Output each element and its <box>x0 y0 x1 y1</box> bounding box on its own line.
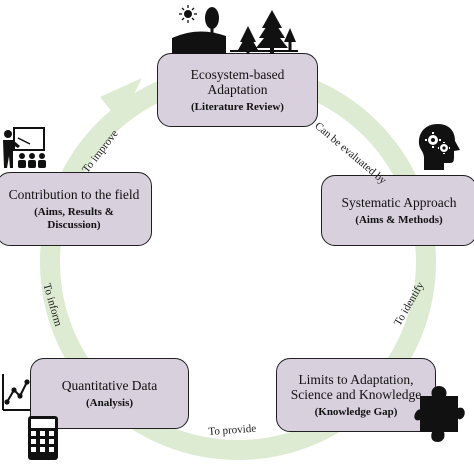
contribution-box: Contribution to the field (Aims, Results… <box>0 172 152 246</box>
limits-sub: (Knowledge Gap) <box>314 405 398 418</box>
eba-box: Ecosystem-based Adaptation (Literature R… <box>157 53 318 127</box>
quant-title: Quantitative Data <box>61 377 158 393</box>
puzzle-icon <box>414 386 465 442</box>
quant-box: Quantitative Data (Analysis) <box>30 358 189 429</box>
eba-title: Ecosystem-based Adaptation <box>190 66 285 97</box>
systematic-box: Systematic Approach (Aims & Methods) <box>321 175 474 246</box>
limits-title: Limits to Adaptation, Science and Knowle… <box>290 371 422 402</box>
chart-calculator-icon <box>2 374 58 460</box>
quant-sub: (Analysis) <box>85 396 134 409</box>
cycle-arrowhead <box>100 78 142 122</box>
limits-box: Limits to Adaptation, Science and Knowle… <box>276 358 436 432</box>
systematic-sub: (Aims & Methods) <box>355 213 443 226</box>
landscape-trees-icon <box>172 5 298 54</box>
contribution-title: Contribution to the field <box>8 186 140 202</box>
systematic-title: Systematic Approach <box>341 194 457 210</box>
contribution-sub: (Aims, Results & Discussion) <box>34 205 114 231</box>
presenter-icon <box>3 127 46 168</box>
head-gears-icon <box>418 124 460 170</box>
eba-sub: (Literature Review) <box>191 100 284 113</box>
